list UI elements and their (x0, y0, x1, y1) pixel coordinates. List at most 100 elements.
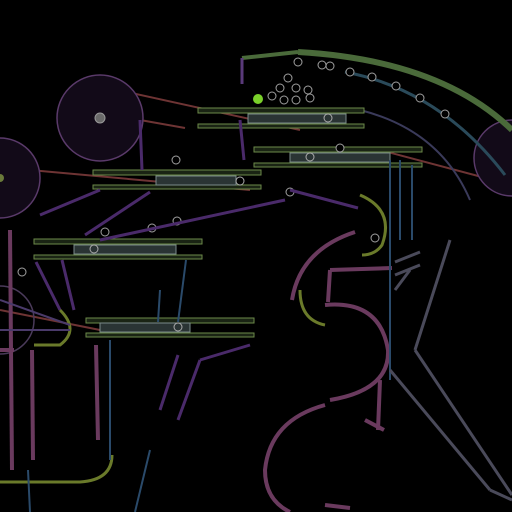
platform-pivot (89, 244, 99, 254)
ramp (199, 343, 251, 362)
pipe-curve (262, 403, 326, 512)
ramp (99, 198, 286, 242)
platform-rail (197, 123, 365, 129)
ramp (158, 354, 180, 411)
rod (0, 309, 101, 331)
ramp (238, 119, 246, 161)
ball[interactable] (325, 61, 335, 71)
ball[interactable] (367, 72, 377, 82)
platform-slot (99, 322, 191, 333)
platform-5[interactable] (85, 317, 255, 338)
platform-rail (92, 169, 262, 176)
platform-rail (92, 184, 262, 190)
active-ball[interactable] (253, 94, 263, 104)
ramp (289, 188, 359, 210)
wheel-axle (94, 112, 106, 124)
pipe (324, 503, 351, 510)
platform-rail (33, 238, 203, 245)
track (177, 259, 187, 323)
ramp (0, 299, 71, 326)
hopper-wall-left (241, 50, 299, 60)
ball[interactable] (100, 227, 110, 237)
rail (394, 263, 421, 277)
ball[interactable] (440, 109, 450, 119)
wheel-left-mid[interactable] (0, 137, 41, 219)
platform-4[interactable] (33, 227, 203, 260)
platform-3[interactable] (92, 155, 262, 190)
ramp (39, 188, 101, 217)
ball[interactable] (291, 95, 301, 105)
ball[interactable] (370, 233, 380, 243)
rail (393, 269, 412, 291)
ball[interactable] (291, 83, 301, 93)
rail (413, 239, 452, 351)
pipe (364, 418, 385, 432)
ball[interactable] (171, 155, 181, 165)
wheel-axle (0, 174, 4, 182)
platform-rail (253, 162, 423, 168)
platform-rail (85, 332, 255, 338)
grey-rails (388, 239, 512, 502)
pipe (326, 269, 332, 303)
platform-pivot (235, 176, 245, 186)
platform-pivot (305, 152, 315, 162)
platform-rail (85, 317, 255, 324)
ball[interactable] (303, 85, 313, 95)
mini-ramps (0, 299, 71, 331)
platform-pivot (323, 113, 333, 123)
rail (394, 250, 421, 264)
ramp (34, 261, 62, 311)
wheel-left-top[interactable] (56, 74, 144, 162)
olive-ramps (0, 193, 387, 484)
ramp (138, 119, 144, 171)
platform-rail (197, 107, 365, 114)
platform-slot (155, 175, 237, 186)
pipe (30, 349, 35, 461)
ramp (176, 359, 202, 421)
ramp (60, 259, 76, 311)
pink-pipes (0, 229, 393, 512)
ball[interactable] (267, 91, 277, 101)
ball[interactable] (283, 73, 293, 83)
ball[interactable] (17, 267, 27, 277)
ball[interactable] (415, 93, 425, 103)
platform-pivot (173, 322, 183, 332)
inner-arc (359, 109, 471, 201)
ball[interactable] (293, 57, 303, 67)
platform-1[interactable] (197, 107, 365, 129)
platform-slot (289, 152, 391, 163)
platform-slot (247, 113, 347, 124)
platform-slot (73, 244, 177, 255)
rail (413, 349, 512, 496)
ball[interactable] (317, 60, 327, 70)
ramp-curve (34, 308, 72, 347)
outer-arc-green (297, 49, 512, 133)
ramp-curve (0, 454, 114, 484)
hopper-balls (267, 57, 450, 119)
ball[interactable] (345, 67, 355, 77)
ball[interactable] (305, 93, 315, 103)
pipe-curve (324, 302, 391, 402)
ramp (84, 190, 151, 237)
wheel-left-low[interactable] (0, 285, 35, 355)
platform-2[interactable] (253, 143, 423, 168)
wheel-disc (0, 137, 41, 219)
track (157, 289, 161, 323)
ball[interactable] (275, 83, 285, 93)
ball[interactable] (335, 143, 345, 153)
pipe (376, 379, 382, 431)
rod (139, 119, 186, 129)
ball[interactable] (391, 81, 401, 91)
pipe (329, 266, 393, 272)
track (27, 469, 31, 512)
pipe (8, 229, 14, 471)
track (134, 449, 151, 512)
pipe-curve (290, 230, 356, 301)
pipe (94, 344, 100, 441)
ball[interactable] (279, 95, 289, 105)
rail (388, 369, 492, 491)
rail (489, 488, 512, 502)
ramp-curve (298, 289, 326, 327)
ramp-curve (359, 193, 387, 257)
